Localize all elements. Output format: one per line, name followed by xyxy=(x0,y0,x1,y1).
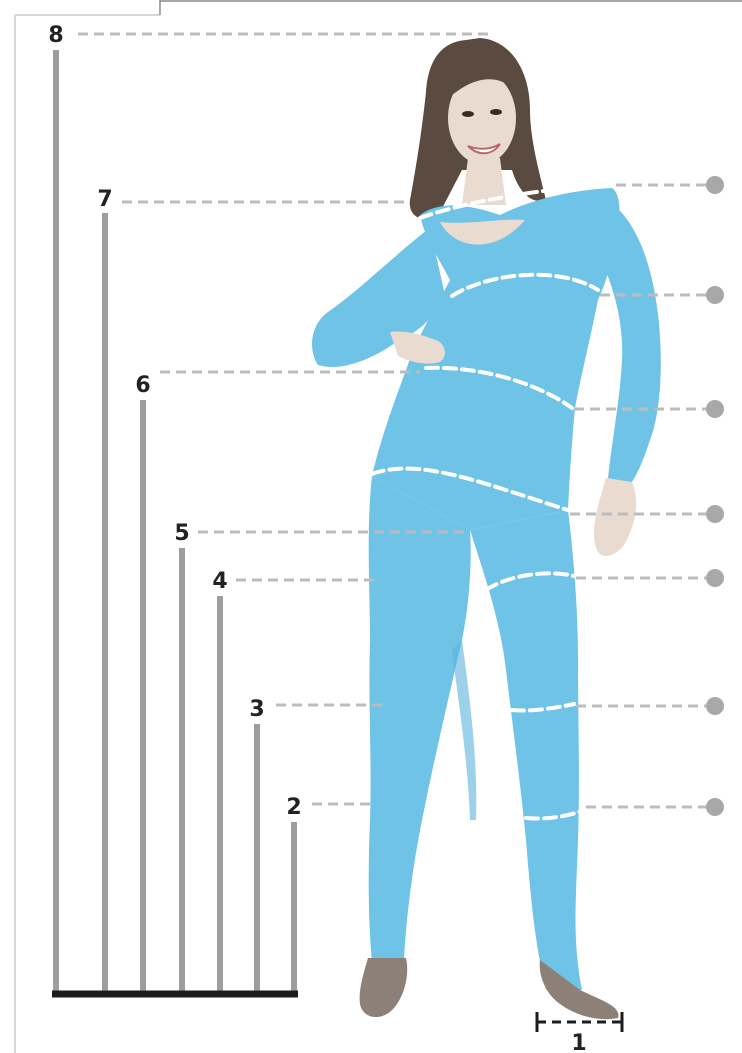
marker-label-7: 7 xyxy=(97,187,112,212)
right-arm-shape xyxy=(596,196,661,484)
marker-label-5: 5 xyxy=(174,521,189,546)
leg-shading xyxy=(452,640,476,820)
right-shoe xyxy=(540,960,619,1019)
right-leg-shape xyxy=(470,510,582,990)
grey-dot-icon xyxy=(706,697,724,715)
marker-label-8: 8 xyxy=(48,23,63,48)
grey-dot-icon xyxy=(706,400,724,418)
figure-illustration xyxy=(312,38,661,1019)
marker-label-1: 1 xyxy=(571,1031,586,1053)
marker-label-4: 4 xyxy=(212,569,227,594)
grey-dot-icon xyxy=(706,798,724,816)
grey-dot-icon xyxy=(706,569,724,587)
marker-label-2: 2 xyxy=(286,795,301,820)
marker-label-3: 3 xyxy=(249,697,264,722)
grey-dot-icon xyxy=(706,286,724,304)
left-leg-shape xyxy=(369,476,471,962)
right-eye xyxy=(490,109,502,115)
girth-dots xyxy=(706,176,724,816)
left-shoe xyxy=(360,958,408,1017)
left-eye xyxy=(462,111,474,117)
grey-dot-icon xyxy=(706,505,724,523)
right-hand xyxy=(594,478,636,556)
marker-label-6: 6 xyxy=(135,373,150,398)
grey-dot-icon xyxy=(706,176,724,194)
